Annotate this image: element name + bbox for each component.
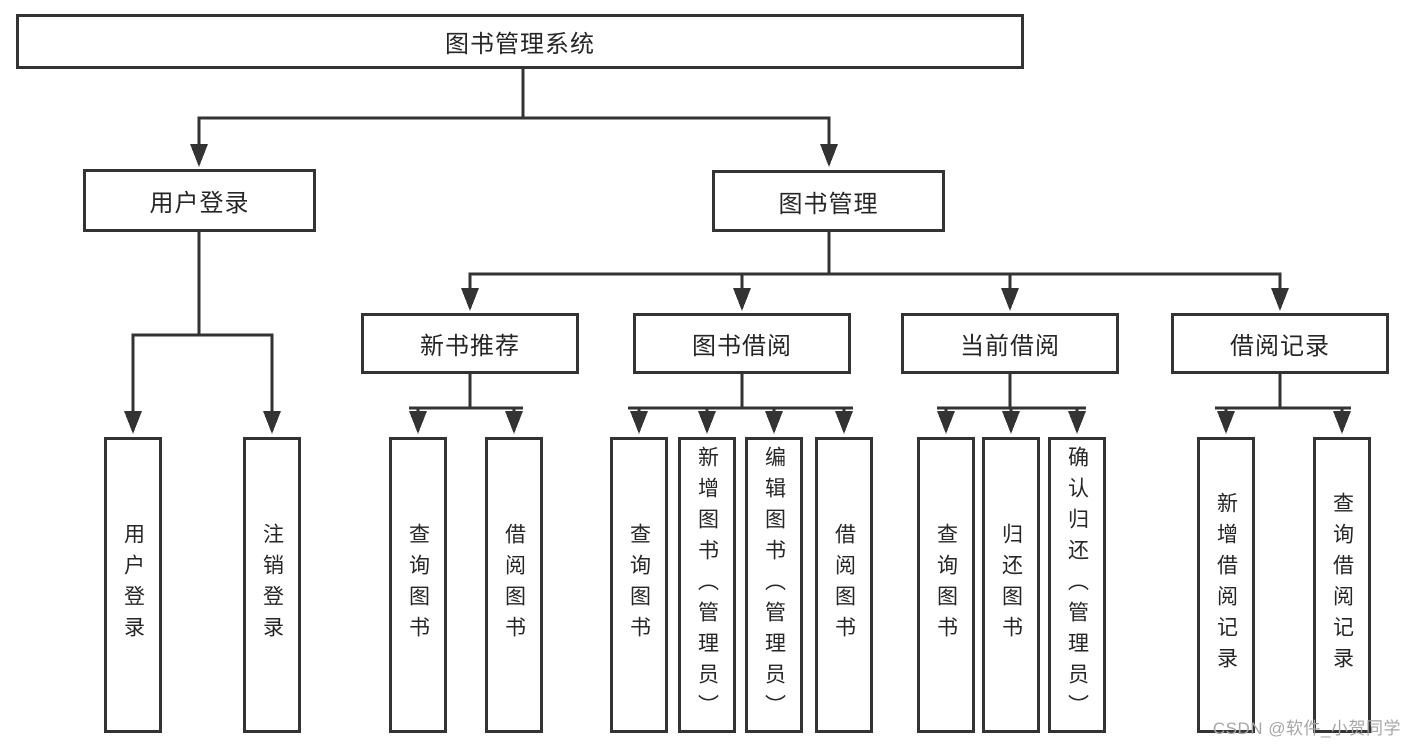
connector-new-book-split [409, 374, 523, 434]
connector-borrow-records-split [1215, 374, 1351, 434]
leaf-borrow-books-recommend: 借阅图书 [485, 437, 543, 733]
leaf-query-borrow-record: 查询借阅记录 [1313, 437, 1371, 733]
connector-user-login-split [124, 232, 281, 434]
leaf-query-books-current: 查询图书 [917, 437, 975, 733]
node-new-book-recommend: 新书推荐 [361, 313, 579, 374]
csdn-watermark: CSDN @软件_小贺同学 [1212, 719, 1401, 738]
connector-book-borrow-split [628, 374, 853, 434]
node-root-system: 图书管理系统 [16, 14, 1024, 69]
connector-current-borrow-split [937, 374, 1086, 434]
connector-book-management-split [461, 232, 1289, 311]
connector-root-split [190, 68, 838, 167]
leaf-query-books-recommend: 查询图书 [389, 437, 447, 733]
leaf-add-borrow-record: 新增借阅记录 [1197, 437, 1255, 733]
leaf-query-books-borrow: 查询图书 [610, 437, 668, 733]
leaf-confirm-return-admin: 确认归还（管理员） [1048, 437, 1106, 733]
node-current-borrow: 当前借阅 [901, 313, 1119, 374]
leaf-edit-books-admin: 编辑图书（管理员） [745, 437, 803, 733]
node-book-borrow: 图书借阅 [633, 313, 851, 374]
leaf-logout: 注销登录 [243, 437, 301, 733]
node-borrow-records: 借阅记录 [1171, 313, 1389, 374]
node-book-management: 图书管理 [712, 170, 945, 232]
leaf-user-login: 用户登录 [104, 437, 162, 733]
leaf-add-books-admin: 新增图书（管理员） [678, 437, 736, 733]
leaf-borrow-books: 借阅图书 [815, 437, 873, 733]
node-user-login: 用户登录 [83, 169, 316, 232]
leaf-return-books: 归还图书 [982, 437, 1040, 733]
